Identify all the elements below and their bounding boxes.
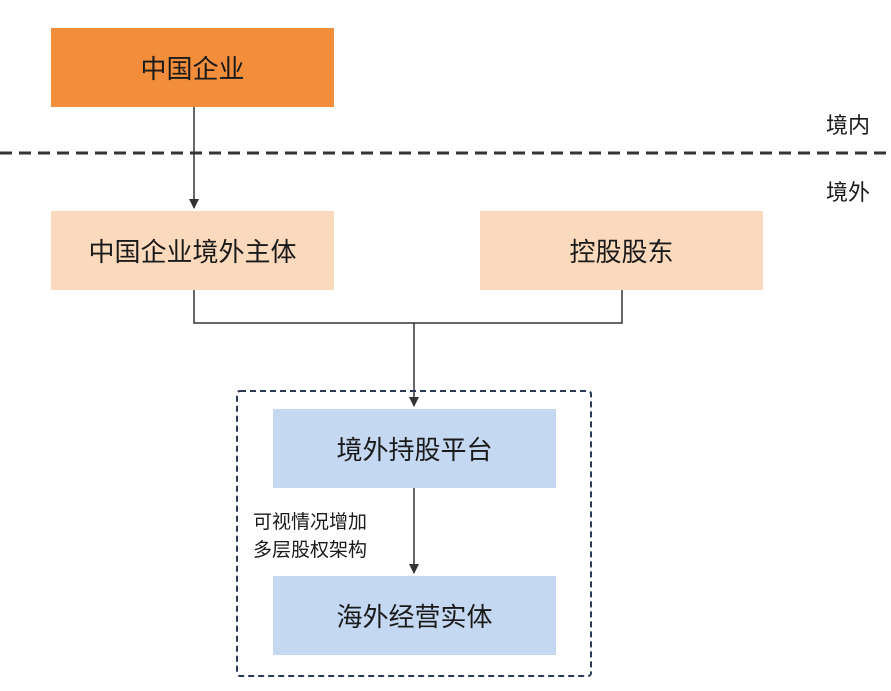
holding-platform-label: 境外持股平台 — [336, 436, 493, 466]
domestic-region-label: 境内 — [826, 114, 871, 139]
holding-platform-node: 境外持股平台 — [273, 409, 556, 488]
note-line-2: 多层股权架构 — [253, 539, 368, 561]
controlling-shareholder-node: 控股股东 — [480, 211, 763, 290]
note-line-1: 可视情况增加 — [253, 511, 368, 533]
optional-structure-frame — [236, 390, 592, 677]
china-enterprise-node: 中国企业 — [51, 28, 334, 107]
operating-entity-label: 海外经营实体 — [336, 603, 493, 633]
operating-entity-node: 海外经营实体 — [273, 576, 556, 655]
join-connector — [193, 290, 623, 324]
overseas-entity-node: 中国企业境外主体 — [51, 211, 334, 290]
overseas-region-label: 境外 — [826, 181, 871, 206]
overseas-entity-label: 中国企业境外主体 — [88, 238, 297, 268]
multi-layer-note: 可视情况增加 多层股权架构 — [253, 508, 367, 564]
controlling-shareholder-label: 控股股东 — [569, 238, 674, 268]
china-enterprise-label: 中国企业 — [140, 55, 245, 85]
